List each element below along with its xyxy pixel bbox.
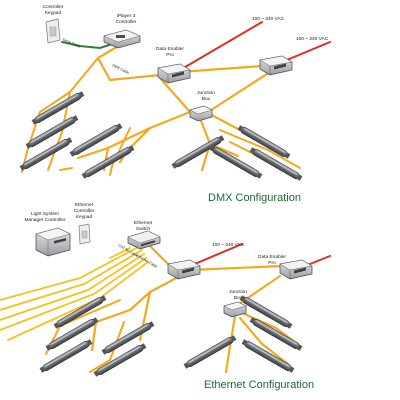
serial-cable-line (61, 41, 113, 50)
eth-data-enabler-2 (279, 259, 313, 280)
eth-switch-label-1: Ethernet (134, 220, 153, 226)
dmx-data-enabler-label-1: Data Enabler (156, 46, 184, 52)
dmx-data-enabler-1 (157, 63, 191, 84)
dmx-data-cables (21, 43, 301, 179)
eth-data-enabler-1 (167, 259, 201, 280)
dmx-junction-box-label-2: Box (202, 96, 211, 102)
eth-junction-box-label-2: Box (234, 295, 243, 301)
eth-junction-box (223, 301, 247, 318)
eth-data-enabler-label-2: Pro (268, 260, 276, 266)
eth-power-cable-1 (189, 243, 243, 267)
eth-fixture (44, 316, 100, 352)
dmx-fixtures (18, 90, 304, 182)
ethernet-switch-device (127, 230, 161, 250)
ethernet-configuration-title: Ethernet Configuration (204, 379, 314, 391)
iplayer-controller-device (103, 29, 141, 49)
serial-cable-label: Serial Cable (62, 37, 82, 49)
dmx-voltage-label-2: 100 – 240 VAC (296, 36, 329, 42)
power-cable-1 (179, 21, 263, 71)
eth-keypad-label-2: Controller (74, 208, 95, 214)
lsm-label-2: Manager Controller (24, 217, 65, 223)
cat5-cables (0, 245, 149, 341)
ethernet-keypad-device (78, 223, 91, 245)
power-cable-2 (281, 41, 331, 63)
dmx-cable-label: DMX Cable (112, 63, 130, 75)
eth-fixture (100, 320, 156, 356)
eth-data-enabler-label-1: Data Enabler (258, 254, 286, 260)
iplayer-label-1: iPlayer 3 (117, 13, 136, 19)
ethernet-section: Light System Manager Controller Ethernet… (0, 202, 331, 391)
lsm-label-1: Light System (31, 211, 59, 217)
eth-fixture (92, 342, 148, 378)
iplayer-label-2: Controller (116, 19, 137, 25)
dmx-section: Controller Keypad iPlayer 3 Controller S… (18, 4, 331, 204)
eth-keypad-label-3: Keypad (76, 214, 93, 220)
eth-voltage-label: 100 – 240 VAC (212, 242, 245, 248)
controller-keypad-label-2: Keypad (45, 10, 62, 16)
dmx-junction-box-label-1: Junction (197, 90, 215, 96)
dmx-data-enabler-label-2: Pro (166, 52, 174, 58)
dmx-voltage-label-1: 100 – 240 VAC (252, 16, 285, 22)
controller-keypad-device (45, 18, 61, 44)
eth-switch-label-2: Switch (136, 226, 150, 232)
ethernet-cable-label: Ethernet Cable (136, 253, 159, 268)
dmx-junction-box (189, 105, 213, 122)
dmx-configuration-title: DMX Configuration (208, 192, 301, 204)
eth-keypad-label-1: Ethernet (75, 202, 94, 208)
controller-keypad-label-1: Controller (43, 4, 64, 10)
light-system-manager-controller-device (35, 227, 71, 257)
eth-junction-box-label-1: Junction (229, 289, 247, 295)
eth-fixture (38, 338, 94, 374)
dmx-data-enabler-2 (259, 55, 293, 76)
